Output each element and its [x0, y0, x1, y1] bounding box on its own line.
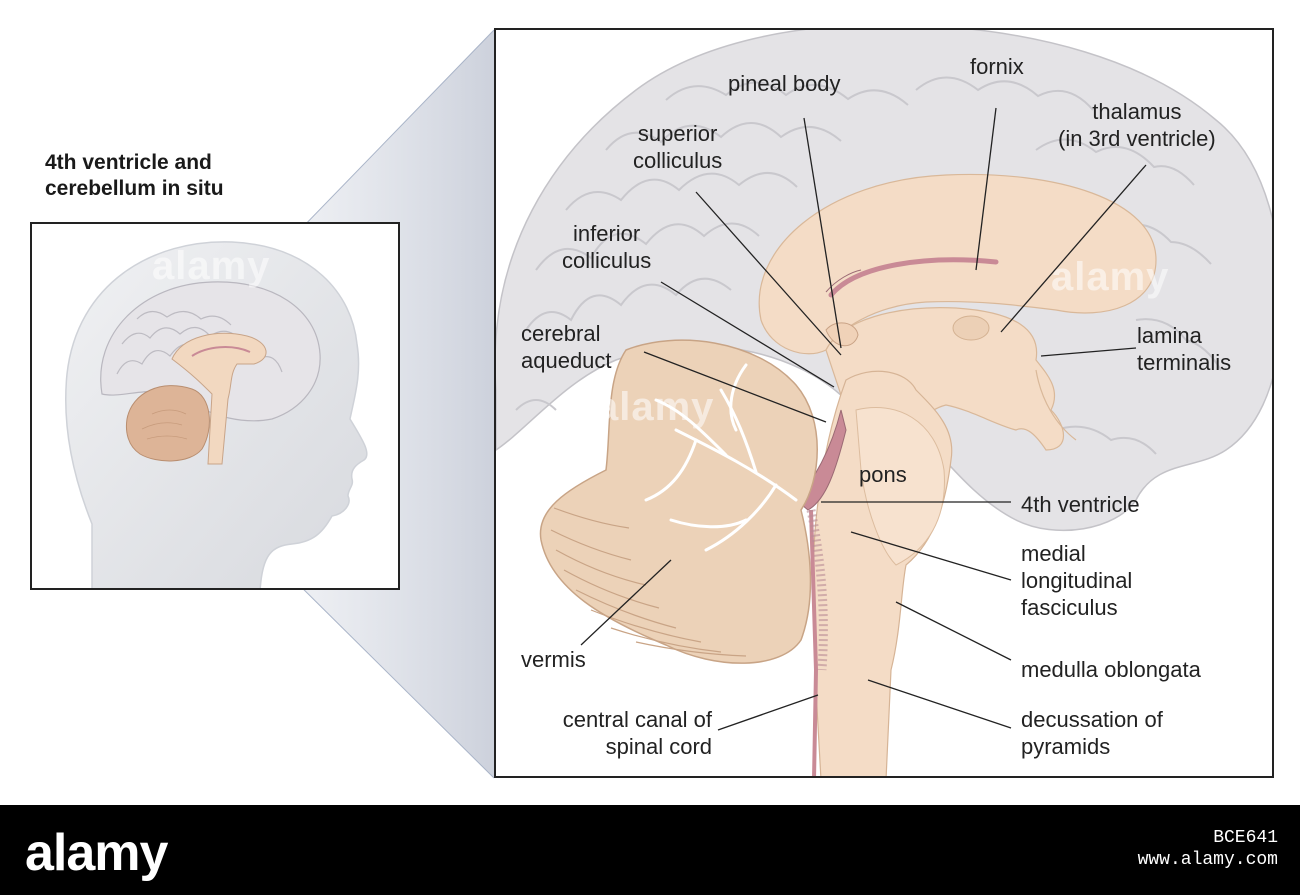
- cerebellum: [539, 339, 818, 664]
- label-central-canal-1: central canal of: [562, 707, 712, 732]
- pons: [855, 407, 945, 566]
- leader-superior-colliculus: [695, 191, 842, 356]
- label-mlf-2: longitudinal: [1021, 568, 1133, 593]
- label-pineal-body: pineal body: [728, 71, 841, 96]
- label-cerebral-aqueduct: cerebral aqueduct: [521, 320, 612, 374]
- inset-title: 4th ventricle and cerebellum in situ: [45, 150, 224, 202]
- label-superior-colliculus-2: colliculus: [633, 148, 723, 173]
- leader-pineal: [803, 117, 842, 349]
- main-watermark-2: alamy: [596, 385, 715, 429]
- label-decussation-2: pyramids: [1021, 734, 1111, 759]
- label-aqueduct-2: aqueduct: [521, 348, 612, 373]
- label-superior-colliculus: superior colliculus: [633, 120, 722, 174]
- footer-url: www.alamy.com: [1137, 850, 1278, 870]
- leader-mlf: [850, 531, 1012, 581]
- label-mlf-1: medial: [1021, 541, 1086, 566]
- label-central-canal: central canal of spinal cord: [518, 706, 712, 760]
- inset-watermark: alamy: [152, 244, 271, 288]
- label-thalamus-1: thalamus: [1092, 99, 1182, 124]
- leader-fornix: [975, 107, 997, 271]
- footer-brand-logo: alamy: [25, 824, 168, 882]
- label-inferior-colliculus-2: colliculus: [562, 248, 652, 273]
- leader-aqueduct: [643, 351, 827, 423]
- leader-lamina: [1040, 347, 1137, 357]
- label-thalamus: thalamus (in 3rd ventricle): [1058, 98, 1216, 152]
- label-inferior-colliculus-1: inferior: [573, 221, 641, 246]
- footer-image-id: BCE641: [1213, 828, 1278, 848]
- inset-cerebellum: [125, 385, 210, 462]
- footer-info: BCE641 www.alamy.com: [1138, 827, 1278, 871]
- label-aqueduct-1: cerebral: [521, 321, 601, 346]
- gyri-pattern: [515, 76, 1222, 455]
- label-decussation-1: decussation of: [1021, 707, 1163, 732]
- head-silhouette: [64, 241, 368, 588]
- label-decussation-of-pyramids: decussation of pyramids: [1021, 706, 1163, 760]
- leader-thalamus: [1000, 164, 1147, 333]
- footer-bar: alamy BCE641 www.alamy.com: [0, 805, 1300, 895]
- leader-central-canal: [717, 694, 819, 731]
- leader-inferior-colliculus: [660, 281, 835, 388]
- leader-lines: [580, 107, 1147, 731]
- label-inferior-colliculus: inferior colliculus: [562, 220, 651, 274]
- label-superior-colliculus-1: superior: [637, 121, 718, 146]
- label-central-canal-2: spinal cord: [605, 734, 712, 759]
- leader-medulla: [895, 601, 1012, 661]
- label-mlf-3: fasciculus: [1021, 595, 1118, 620]
- arbor-vitae: [644, 363, 798, 552]
- brain-sagittal-section: [496, 30, 1272, 776]
- label-fornix: fornix: [970, 54, 1024, 79]
- main-diagram: alamy alamy pineal body fornix superior …: [494, 28, 1274, 778]
- label-lamina-1: lamina: [1137, 323, 1202, 348]
- label-vermis: vermis: [521, 647, 586, 672]
- leader-vermis: [580, 559, 672, 646]
- central-canal: [809, 509, 819, 776]
- label-pons: pons: [859, 462, 907, 487]
- folia: [550, 507, 747, 657]
- label-medial-longitudinal-fasciculus: medial longitudinal fasciculus: [1021, 540, 1132, 621]
- main-watermark-1: alamy: [1051, 255, 1170, 299]
- label-lamina-2: terminalis: [1137, 350, 1232, 375]
- inset-title-line-1: 4th ventricle and: [45, 151, 212, 174]
- inset-brainstem: [171, 332, 267, 465]
- leader-decussation: [867, 679, 1012, 729]
- head-inset: alamy: [30, 222, 400, 590]
- label-lamina-terminalis: lamina terminalis: [1137, 322, 1231, 376]
- label-medulla-oblongata: medulla oblongata: [1021, 657, 1201, 682]
- label-4th-ventricle: 4th ventricle: [1021, 492, 1140, 517]
- label-thalamus-2: (in 3rd ventricle): [1058, 126, 1216, 151]
- inset-title-line-2: cerebellum in situ: [45, 177, 224, 200]
